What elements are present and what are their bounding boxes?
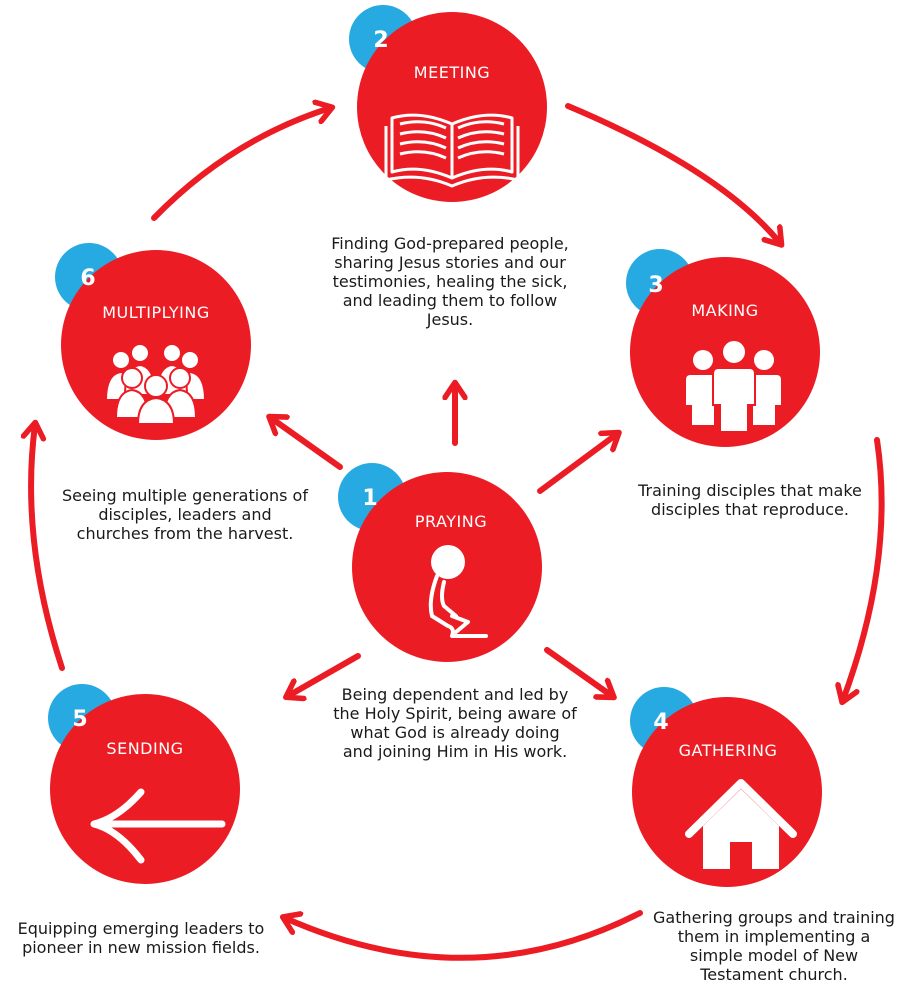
arrow-praying-to-multiplying [271,418,343,470]
arrow-praying-to-making [537,434,617,494]
node-meeting: 2 MEETING [349,5,547,202]
radial-arrows [271,385,617,696]
node-making: 3 MAKING [626,249,820,447]
open-book-icon [384,113,520,188]
title-sending: SENDING [106,739,183,758]
left-arrow-icon [90,788,226,864]
description-line: and leading them to follow [342,291,558,310]
description-line: disciples that reproduce. [651,500,849,519]
description-line: simple model of New [689,946,859,965]
node-praying: 1 PRAYING [338,463,542,662]
kneeling-person-icon [428,545,488,638]
arrow-making-to-gathering [843,437,885,700]
description-line: and joining Him in His work. [342,742,568,761]
crowd-icon [104,343,207,425]
title-making: MAKING [691,301,758,320]
node-gathering: 4 GATHERING [630,687,822,887]
arrow-multiplying-to-meeting [151,108,330,221]
title-praying: PRAYING [415,512,487,531]
description-line: Jesus. [426,310,474,329]
description-line: Testament church. [700,965,848,984]
description-gathering: Gathering groups and training them in im… [636,908,912,984]
description-line: Training disciples that make [638,481,862,500]
description-line: the Holy Spirit, being aware of [333,704,577,723]
description-line: Equipping emerging leaders to [17,919,265,938]
arrow-praying-to-sending [288,653,361,696]
description-multiplying: Seeing multiple generations of disciples… [40,486,330,543]
description-sending: Equipping emerging leaders to pioneer in… [0,919,282,957]
description-praying: Being dependent and led by the Holy Spir… [305,685,605,761]
description-line: testimonies, healing the sick, [332,272,568,291]
title-meeting: MEETING [414,63,490,82]
description-line: pioneer in new mission fields. [22,938,260,957]
title-gathering: GATHERING [679,741,778,760]
arrow-praying-to-gathering [544,647,612,696]
description-line: churches from the harvest. [76,524,294,543]
badge-number-praying: 1 [362,486,377,511]
description-line: sharing Jesus stories and our [334,253,566,272]
description-line: what God is already doing [350,723,560,742]
badge-number-multiplying: 6 [80,266,95,291]
description-line: disciples, leaders and [98,505,272,524]
description-meeting: Finding God-prepared people, sharing Jes… [300,234,600,329]
badge-number-sending: 5 [72,707,87,732]
description-line: them in implementing a [677,927,871,946]
arrow-meeting-to-making [565,103,780,243]
description-line: Seeing multiple generations of [62,486,308,505]
description-line: Finding God-prepared people, [331,234,569,253]
house-icon [685,779,797,869]
arrow-gathering-to-sending [285,910,643,961]
circle-sending [50,694,240,884]
description-making: Training disciples that make disciples t… [610,481,890,519]
badge-number-gathering: 4 [653,710,668,735]
description-line: Being dependent and led by [341,685,569,704]
badge-number-meeting: 2 [373,28,388,53]
title-multiplying: MULTIPLYING [102,303,210,322]
cycle-arrows [31,103,885,961]
node-sending: 5 SENDING [48,684,240,884]
badge-number-making: 3 [648,273,663,298]
people-group-icon [686,339,781,433]
arrow-sending-to-multiplying [31,425,65,671]
description-line: Gathering groups and training [653,908,895,927]
node-multiplying: 6 MULTIPLYING [55,243,251,440]
